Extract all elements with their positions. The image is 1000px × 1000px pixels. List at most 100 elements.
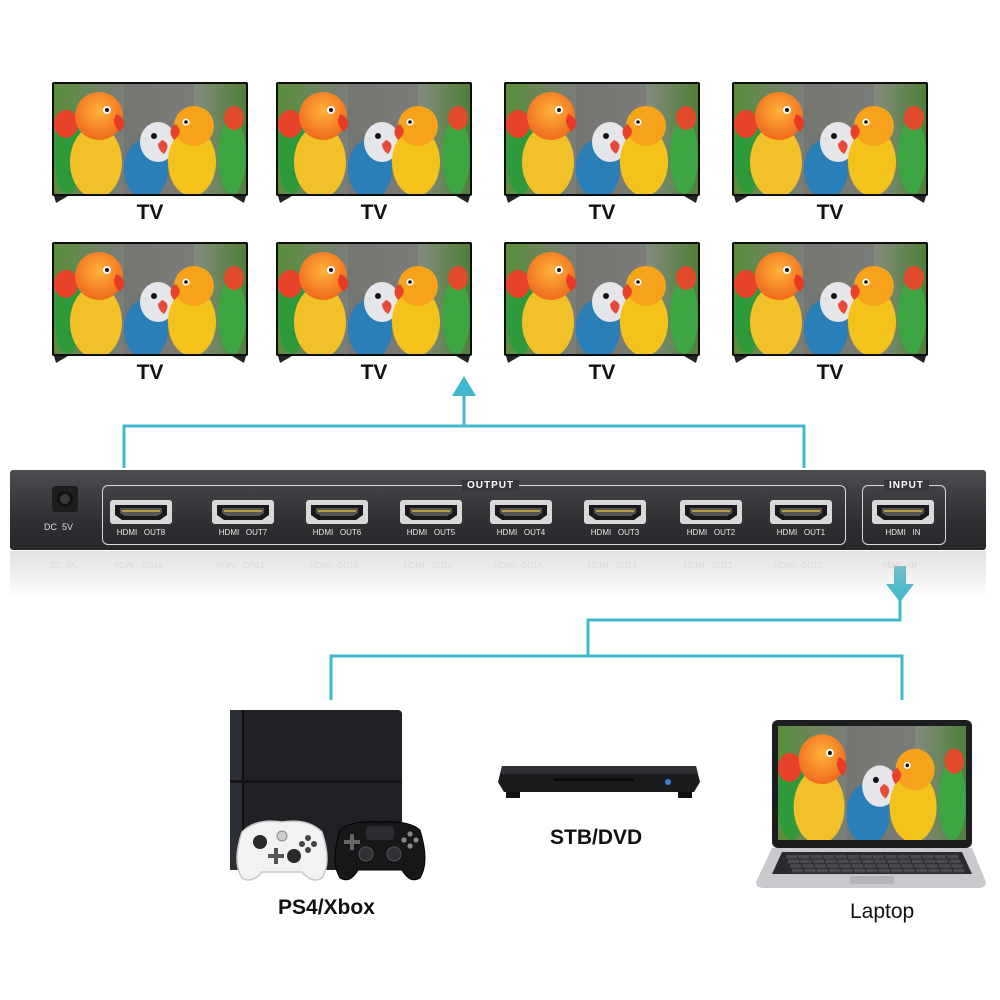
keyboard-key	[802, 864, 814, 868]
keyboard-key	[914, 864, 926, 868]
tv-5: TV	[52, 242, 248, 384]
keyboard-key	[926, 864, 938, 868]
keyboard-key	[829, 868, 841, 873]
player-label: STB/DVD	[550, 826, 643, 849]
hdmi-out-port-1[interactable]: HDMI OUT1	[770, 500, 832, 544]
keyboard-key	[852, 864, 864, 868]
hdmi-out-port-6[interactable]: HDMI OUT6	[306, 500, 368, 544]
keyboard-key	[912, 859, 924, 864]
tv-stand-icon	[506, 356, 698, 363]
hdmi-port-icon	[770, 500, 832, 524]
keyboard-key	[903, 868, 915, 873]
tv-stand-icon	[54, 356, 246, 363]
tv-stand-icon	[734, 196, 926, 203]
tv-screen	[732, 242, 928, 356]
keyboard-key	[953, 868, 965, 873]
keyboard-key	[924, 859, 936, 864]
reflected-port-label: HDMI OUT8	[114, 560, 163, 569]
tv-8: TV	[732, 242, 928, 384]
reflected-port-label: HDMI OUT1	[774, 560, 823, 569]
hdmi-port-icon	[400, 500, 462, 524]
tv-stand-icon	[278, 196, 470, 203]
hdmi-out-label: HDMI OUT4	[496, 528, 546, 537]
reflected-port-label: HDMI OUT3	[588, 560, 637, 569]
keyboard-key	[928, 868, 940, 873]
laptop[interactable]	[756, 716, 986, 892]
keyboard-key	[878, 868, 890, 873]
tv-label: TV	[360, 361, 388, 384]
hdmi-out-port-8[interactable]: HDMI OUT8	[110, 500, 172, 544]
hdmi-out-label: HDMI OUT8	[116, 528, 166, 537]
tv-7: TV	[504, 242, 700, 384]
power-jack[interactable]	[52, 486, 78, 512]
hdmi-port-icon	[872, 500, 934, 524]
keyboard-key	[837, 859, 849, 864]
keyboard-key	[788, 859, 800, 864]
keyboard-key	[864, 864, 876, 868]
hdmi-out-label: HDMI OUT6	[312, 528, 362, 537]
device-reflection	[10, 551, 986, 599]
tv-screen	[504, 242, 700, 356]
keyboard-key	[910, 855, 922, 859]
keyboard-key	[823, 855, 835, 859]
tv-label: TV	[816, 201, 844, 224]
keyboard-key	[872, 855, 884, 859]
keyboard-key	[866, 868, 878, 873]
keyboard-key	[862, 859, 874, 864]
arrow-up-icon	[452, 376, 476, 396]
hdmi-out-port-7[interactable]: HDMI OUT7	[212, 500, 274, 544]
stb-dvd-player[interactable]	[494, 760, 704, 808]
reflected-port-label: HDMI OUT4	[494, 560, 543, 569]
keyboard-key	[814, 864, 826, 868]
keyboard-key	[936, 859, 948, 864]
keyboard-key	[804, 868, 816, 873]
hdmi-out-label: HDMI OUT2	[686, 528, 736, 537]
console-label: PS4/Xbox	[278, 896, 375, 919]
tv-stand-icon	[734, 356, 926, 363]
hdmi-out-label: HDMI OUT7	[218, 528, 268, 537]
laptop-label: Laptop	[850, 900, 915, 923]
keyboard-key	[885, 855, 897, 859]
tv-1: TV	[52, 82, 248, 224]
keyboard-key	[951, 864, 963, 868]
keyboard-key	[810, 855, 822, 859]
tv-stand-icon	[506, 196, 698, 203]
tv-3: TV	[504, 82, 700, 224]
tv-screen	[732, 82, 928, 196]
tv-screen	[504, 82, 700, 196]
tv-label: TV	[136, 361, 164, 384]
reflected-power-label: DC 5V	[50, 560, 76, 569]
xbox-controller[interactable]	[232, 812, 332, 884]
tv-stand-icon	[278, 356, 470, 363]
hdmi-out-label: HDMI OUT3	[590, 528, 640, 537]
tv-label: TV	[588, 361, 616, 384]
keyboard-key	[786, 855, 798, 859]
tv-label: TV	[136, 201, 164, 224]
hdmi-out-port-2[interactable]: HDMI OUT2	[680, 500, 742, 544]
hdmi-out-port-4[interactable]: HDMI OUT4	[490, 500, 552, 544]
keyboard-key	[934, 855, 946, 859]
hdmi-out-port-5[interactable]: HDMI OUT5	[400, 500, 462, 544]
tv-4: TV	[732, 82, 928, 224]
output-title: OUTPUT	[462, 480, 520, 491]
keyboard-key	[850, 859, 862, 864]
keyboard-key	[798, 855, 810, 859]
keyboard-key	[816, 868, 828, 873]
reflected-port-label: HDMI OUT6	[310, 560, 359, 569]
keyboard-key	[800, 859, 812, 864]
keyboard-key	[899, 859, 911, 864]
keyboard-key	[887, 859, 899, 864]
tv-stand-icon	[54, 196, 246, 203]
keyboard-key	[897, 855, 909, 859]
keyboard-key	[839, 864, 851, 868]
keyboard-key	[940, 868, 952, 873]
ps4-controller[interactable]	[330, 812, 430, 884]
hdmi-port-icon	[212, 500, 274, 524]
tv-screen	[52, 242, 248, 356]
keyboard-key	[947, 855, 959, 859]
hdmi-out-port-3[interactable]: HDMI OUT3	[584, 500, 646, 544]
keyboard-key	[792, 868, 804, 873]
hdmi-in-port[interactable]: HDMI IN	[872, 500, 934, 544]
hdmi-port-icon	[680, 500, 742, 524]
tv-label: TV	[816, 361, 844, 384]
